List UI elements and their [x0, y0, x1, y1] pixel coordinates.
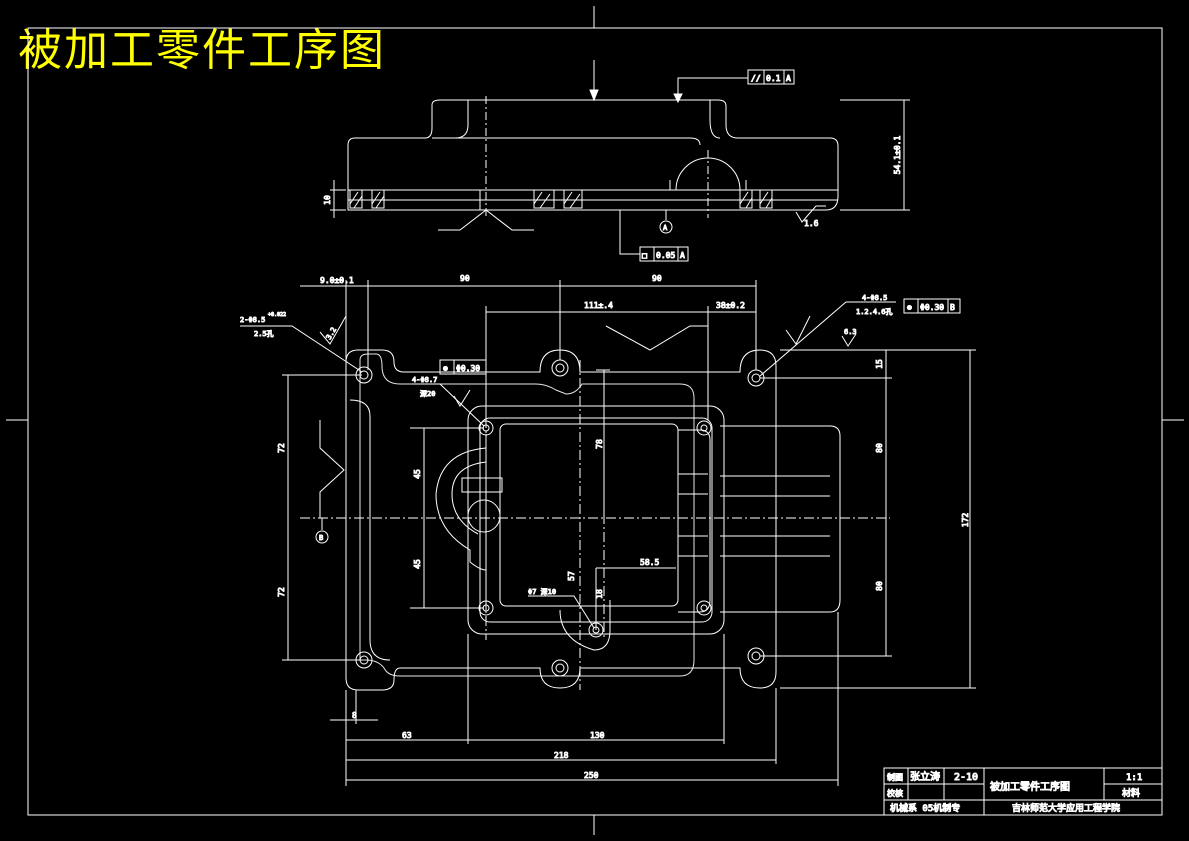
pos-inner-symbol: ⊕: [443, 364, 448, 373]
pos-right-datum: B: [950, 303, 955, 312]
dim-8: 8: [352, 711, 357, 720]
hole-leaders: [240, 301, 896, 629]
parallel-symbol: //: [751, 74, 761, 83]
dim-90a: 90: [460, 274, 470, 283]
hole-inner-a: 4-Φ8.7: [412, 376, 437, 384]
dim-9: 9.0±0.1: [320, 276, 354, 285]
datum-b-label: B: [319, 534, 323, 542]
section-hatch: [349, 189, 773, 209]
tb-material-label: 材料: [1122, 787, 1140, 799]
top-dimension-lines: [300, 280, 757, 420]
dim-45b: 45: [413, 559, 422, 569]
dim-172: 172: [961, 513, 970, 528]
thickness-label: 10: [323, 195, 332, 205]
tb-drawn-label: 制图: [887, 772, 903, 782]
hole-left-b: 2.5孔: [254, 330, 274, 338]
right-dimension-lines: [760, 349, 976, 689]
dim-18: 18: [595, 589, 604, 599]
position-tolerance-inner: [439, 359, 487, 375]
dim-72a: 72: [277, 443, 286, 453]
tb-drawn-name: 张立涛: [910, 770, 940, 783]
parallel-tolerance-frame: [747, 69, 795, 85]
pos-right-symbol: ⊕: [907, 303, 912, 312]
dim-90b: 90: [652, 274, 662, 283]
dim-80b: 80: [875, 581, 884, 591]
hole-left-tol: +0.022: [268, 312, 286, 318]
flatness-value: 0.05: [656, 251, 675, 260]
flatness-datum: A: [680, 251, 685, 260]
tb-department: 机械系 05机制专: [890, 802, 960, 814]
pos-right-value: Φ0.30: [920, 303, 944, 312]
dim-130: 130: [590, 731, 605, 740]
dim-38: 38±0.2: [716, 301, 745, 310]
dim-57: 57: [567, 571, 576, 581]
machining-mark: [438, 209, 534, 231]
datum-a-label: A: [663, 224, 668, 232]
drawing-border: [27, 27, 1163, 816]
dim-78: 78: [595, 439, 604, 449]
tb-checked-label: 校核: [887, 788, 903, 798]
roughness-side-label: 1.6: [804, 219, 819, 228]
parallel-datum: A: [786, 74, 791, 83]
side-height-label: 54.1±0.1: [893, 136, 902, 175]
center-marks: [6, 6, 1184, 835]
hole-inner-b: 深20: [420, 389, 435, 398]
tb-school: 吉林师范大学应用工程学院: [1012, 802, 1120, 814]
left-dimension-lines: [282, 369, 676, 661]
tb-drawing-name: 被加工零件工序图: [990, 780, 1070, 793]
title-block: [883, 767, 1163, 816]
dim-80a: 80: [875, 443, 884, 453]
drawing-title: 被加工零件工序图: [18, 25, 386, 76]
top-view: [300, 325, 890, 691]
roughness-right: 6.3: [844, 328, 857, 336]
tb-scale: 1:1: [1126, 773, 1142, 783]
dim-63: 63: [402, 731, 412, 740]
dim-45a: 45: [413, 469, 422, 479]
dim-218: 218: [554, 751, 569, 760]
dim-72b: 72: [277, 587, 286, 597]
tb-number: 2-10: [954, 772, 978, 783]
parallel-value: 0.1: [766, 74, 781, 83]
dim-15: 15: [875, 359, 884, 369]
machining-mark-left: [319, 420, 345, 518]
hole-left-a: 2-Φ8.5: [240, 316, 265, 324]
hole-bottom: Φ7 深10: [528, 587, 556, 596]
center-lines: [300, 360, 890, 690]
hole-right-a: 4-Φ8.5: [862, 294, 887, 302]
hole-right-b: 1.2.4.6孔: [856, 308, 893, 316]
pos-inner-value: Φ0.30: [456, 364, 480, 373]
side-view: [330, 60, 910, 255]
bottom-dimension-lines: [330, 612, 839, 786]
dim-58: 58.5: [640, 558, 659, 567]
position-tolerance-right: [903, 298, 961, 314]
dim-250: 250: [584, 771, 599, 780]
flatness-tolerance-frame: [639, 246, 689, 262]
dim-111: 111±.4: [584, 301, 613, 310]
flatness-symbol: □: [642, 251, 647, 260]
